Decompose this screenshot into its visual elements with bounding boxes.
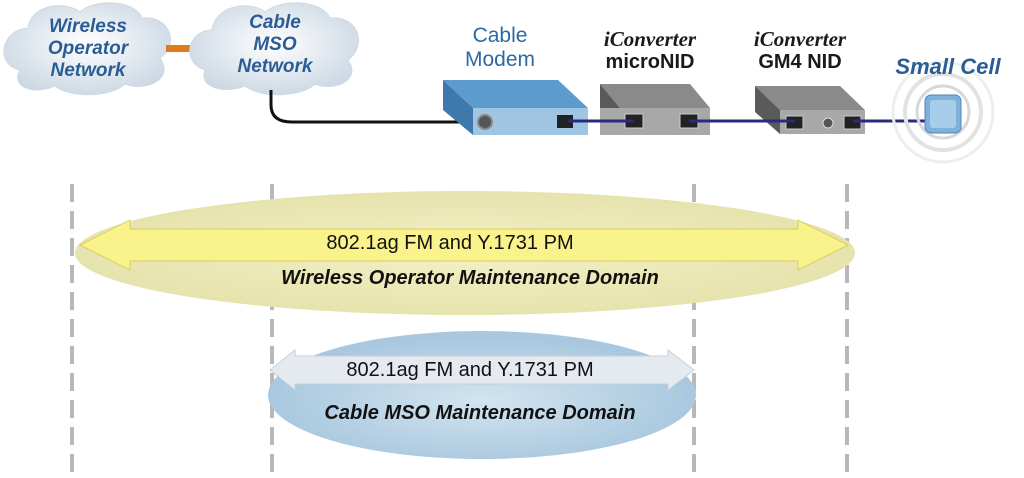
small-cell-label: Small Cell xyxy=(895,54,1001,79)
wireless-cloud-label: Wireless Operator Network xyxy=(28,16,148,82)
cable-domain-arrow xyxy=(269,348,695,392)
wireless-cloud-line2: Operator xyxy=(47,38,129,59)
wireless-domain-name: Wireless Operator Maintenance Domain xyxy=(281,267,659,289)
cable-modem-device xyxy=(443,80,588,135)
wireless-domain-protocol: 802.1ag FM and Y.1731 PM xyxy=(326,232,574,254)
gm4-model: GM4 NID xyxy=(758,51,842,73)
wireless-domain-arrow xyxy=(78,219,850,271)
gm4-nid-device xyxy=(755,86,865,134)
cable-cloud-line2: MSO xyxy=(253,34,297,55)
wireless-cloud-line1: Wireless xyxy=(49,16,127,37)
small-cell-device xyxy=(891,60,995,164)
cable-domain-ellipse xyxy=(268,331,696,459)
micronid-model: microNID xyxy=(605,51,695,73)
cable-domain-name: Cable MSO Maintenance Domain xyxy=(324,402,636,424)
micronid-label: iConverter microNID xyxy=(585,28,715,74)
wireless-cloud-line3: Network xyxy=(50,60,126,81)
cable-domain-protocol: 802.1ag FM and Y.1731 PM xyxy=(346,359,594,381)
coax-cable xyxy=(269,90,485,124)
modem-line2: Modem xyxy=(464,48,536,71)
cable-modem-label: Cable Modem xyxy=(450,24,550,72)
modem-line1: Cable xyxy=(472,24,528,47)
cable-cloud-label: Cable MSO Network xyxy=(220,12,330,78)
micronid-device xyxy=(600,84,710,135)
cable-mso-cloud xyxy=(189,2,359,96)
inter-network-link xyxy=(166,45,192,52)
gm4-brand: iConverter xyxy=(753,27,847,51)
micronid-brand: iConverter xyxy=(603,27,697,51)
gm4-label: iConverter GM4 NID xyxy=(735,28,865,74)
wireless-operator-cloud xyxy=(3,2,171,96)
cable-cloud-line3: Network xyxy=(237,56,313,77)
cable-cloud-line1: Cable xyxy=(249,12,301,33)
